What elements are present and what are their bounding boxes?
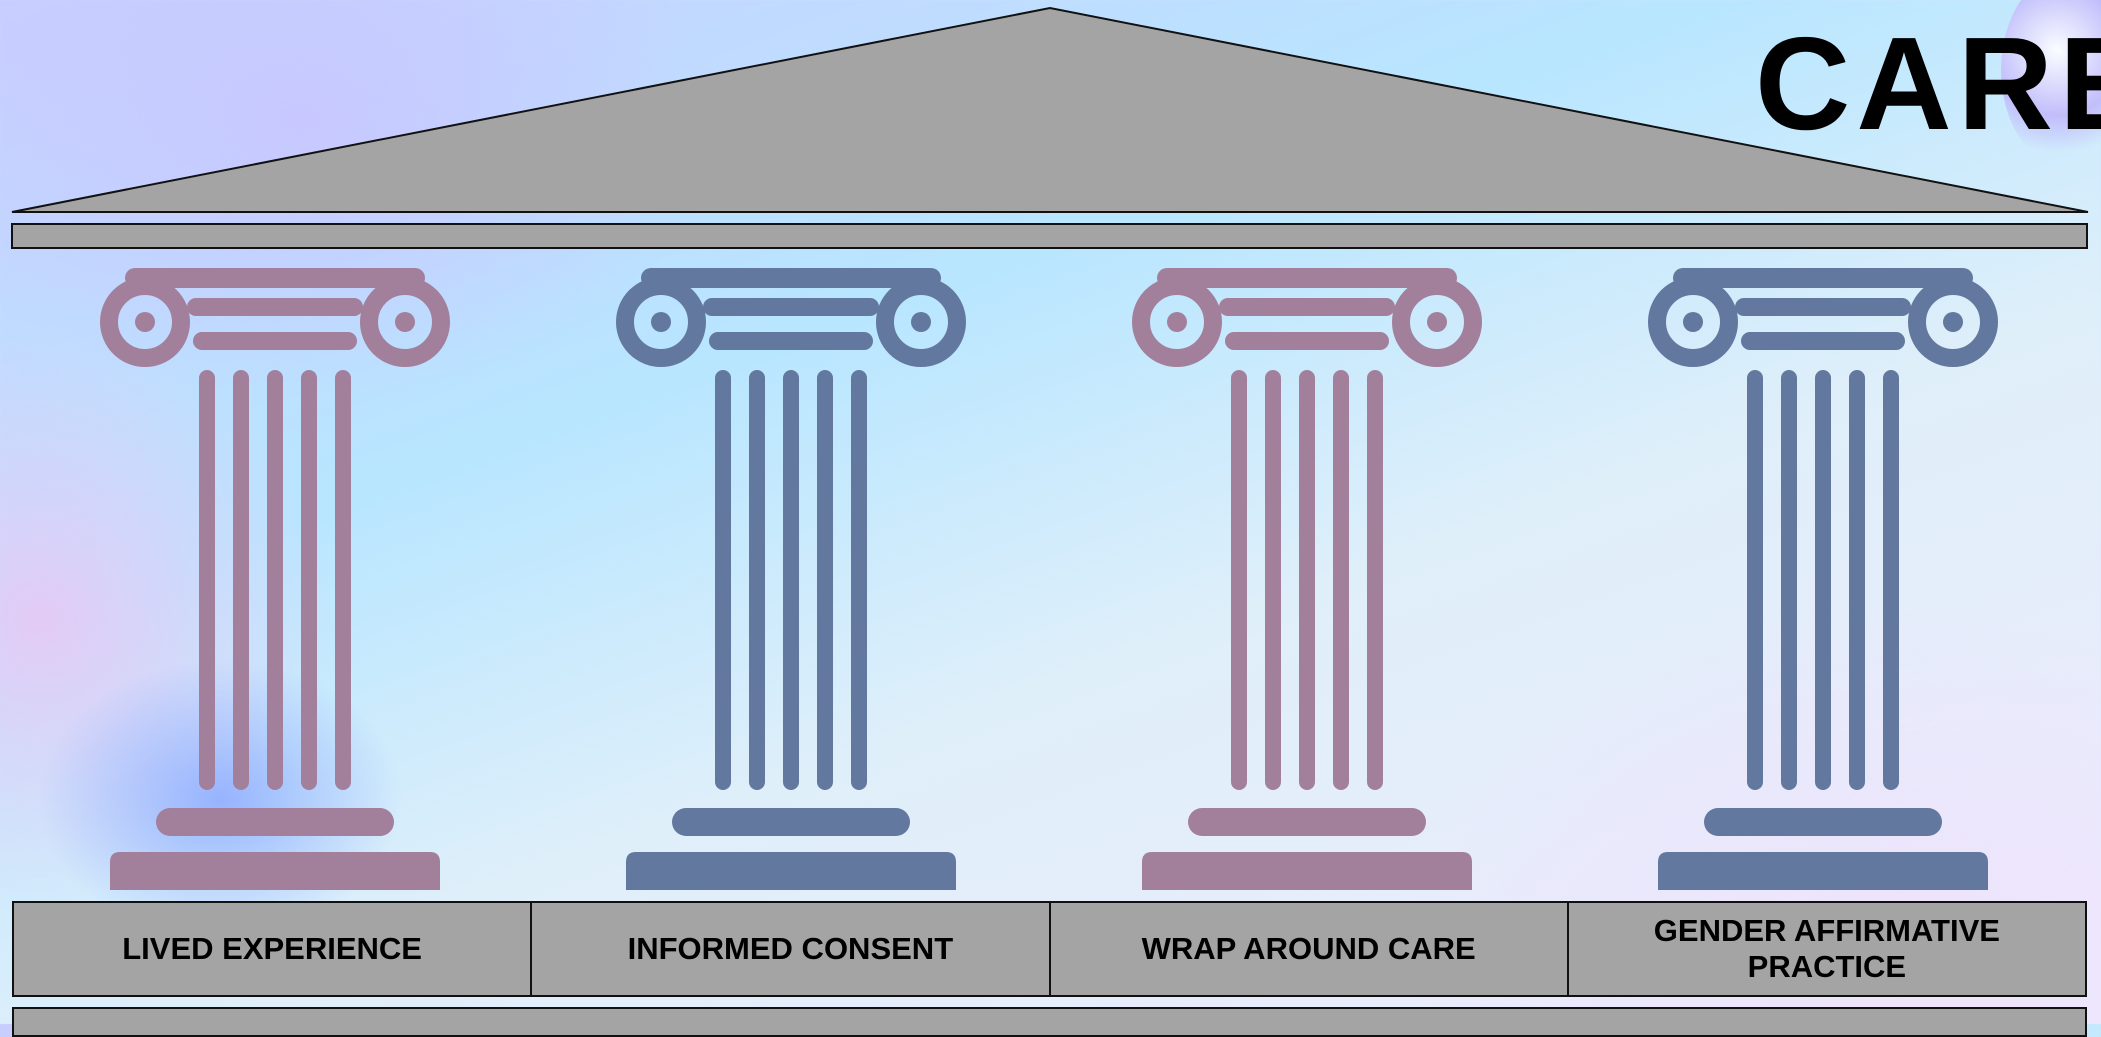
temple-foundation — [12, 1007, 2087, 1037]
ionic-column-icon — [1132, 268, 1482, 890]
ionic-column-icon — [100, 268, 450, 890]
pillar-label-gender-affirmative-practice: GENDER AFFIRMATIVE PRACTICE — [1653, 913, 2000, 984]
pillar-label-row: LIVED EXPERIENCE INFORMED CONSENT WRAP A… — [12, 901, 2087, 997]
pillar-label-informed-consent: INFORMED CONSENT — [532, 903, 1051, 995]
page-title: CARE — [1755, 10, 2101, 157]
ionic-column-icon — [616, 268, 966, 890]
temple-roof — [11, 6, 2089, 213]
ionic-column-icon — [1648, 268, 1998, 890]
temple-entablature — [11, 223, 2088, 249]
pillar-label-wrap-around-care: WRAP AROUND CARE — [1051, 903, 1569, 995]
pillar-label-lived-experience: LIVED EXPERIENCE — [14, 903, 533, 995]
